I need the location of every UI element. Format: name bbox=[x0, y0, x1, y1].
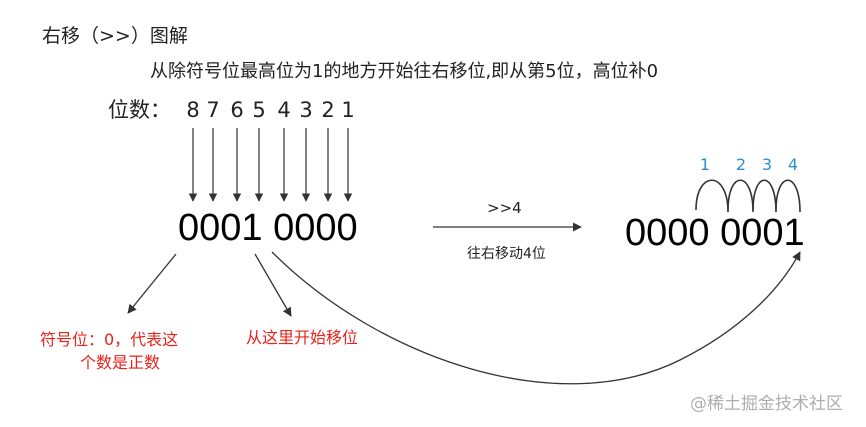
bit-arrows bbox=[188, 128, 353, 202]
bit-number: 2 bbox=[321, 98, 334, 122]
step-arc bbox=[752, 179, 777, 213]
shift-step-number: 4 bbox=[788, 155, 798, 174]
shift-step-number: 1 bbox=[700, 155, 710, 174]
bit-number: 4 bbox=[277, 98, 290, 122]
bit-number: 8 bbox=[186, 98, 199, 122]
start-note: 从这里开始移位 bbox=[246, 328, 358, 347]
diagram-title: 右移（>>）图解 bbox=[42, 25, 188, 47]
bit-number: 3 bbox=[299, 98, 312, 122]
step-arc bbox=[695, 179, 729, 213]
bit-number: 7 bbox=[206, 98, 219, 122]
step-arc bbox=[775, 179, 801, 213]
bit-number: 6 bbox=[230, 98, 243, 122]
sign-note-line1: 符号位：0，代表这 bbox=[40, 330, 178, 349]
description: 从除符号位最高位为1的地方开始往右移位,即从第5位，高位补0 bbox=[150, 61, 658, 82]
shift-step-number: 2 bbox=[736, 155, 746, 174]
sign-bit-arrow bbox=[127, 253, 177, 314]
result-value: 0000 0001 bbox=[625, 212, 805, 254]
shift-step-number: 3 bbox=[762, 155, 772, 174]
operation-caption: 往右移动4位 bbox=[467, 246, 546, 262]
bit-number: 5 bbox=[252, 98, 265, 122]
watermark: @稀土掘金技术社区 bbox=[690, 394, 843, 414]
shift-step-arcs bbox=[695, 179, 801, 213]
move-curve-arrow bbox=[271, 251, 801, 385]
operator-label: >>4 bbox=[487, 199, 522, 217]
sign-note-line2: 个数是正数 bbox=[80, 353, 160, 372]
bit-label: 位数： bbox=[108, 98, 171, 122]
bit-number: 1 bbox=[341, 98, 354, 122]
step-arc bbox=[727, 179, 754, 213]
original-value: 0001 0000 bbox=[178, 207, 358, 249]
start-arrow bbox=[254, 253, 292, 317]
